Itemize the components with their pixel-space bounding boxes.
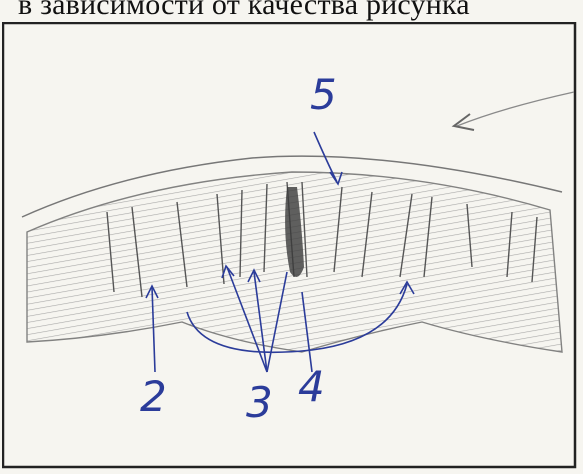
arrow-head [454, 114, 474, 130]
arrow-stroke [457, 92, 574, 126]
page-caption: в зависимости от качества рисунка [18, 0, 470, 22]
label-4: 4 [298, 362, 325, 411]
label-2: 2 [140, 372, 167, 421]
label-5: 5 [310, 70, 337, 119]
label-3: 3 [246, 378, 273, 427]
drawing-frame [2, 22, 578, 470]
